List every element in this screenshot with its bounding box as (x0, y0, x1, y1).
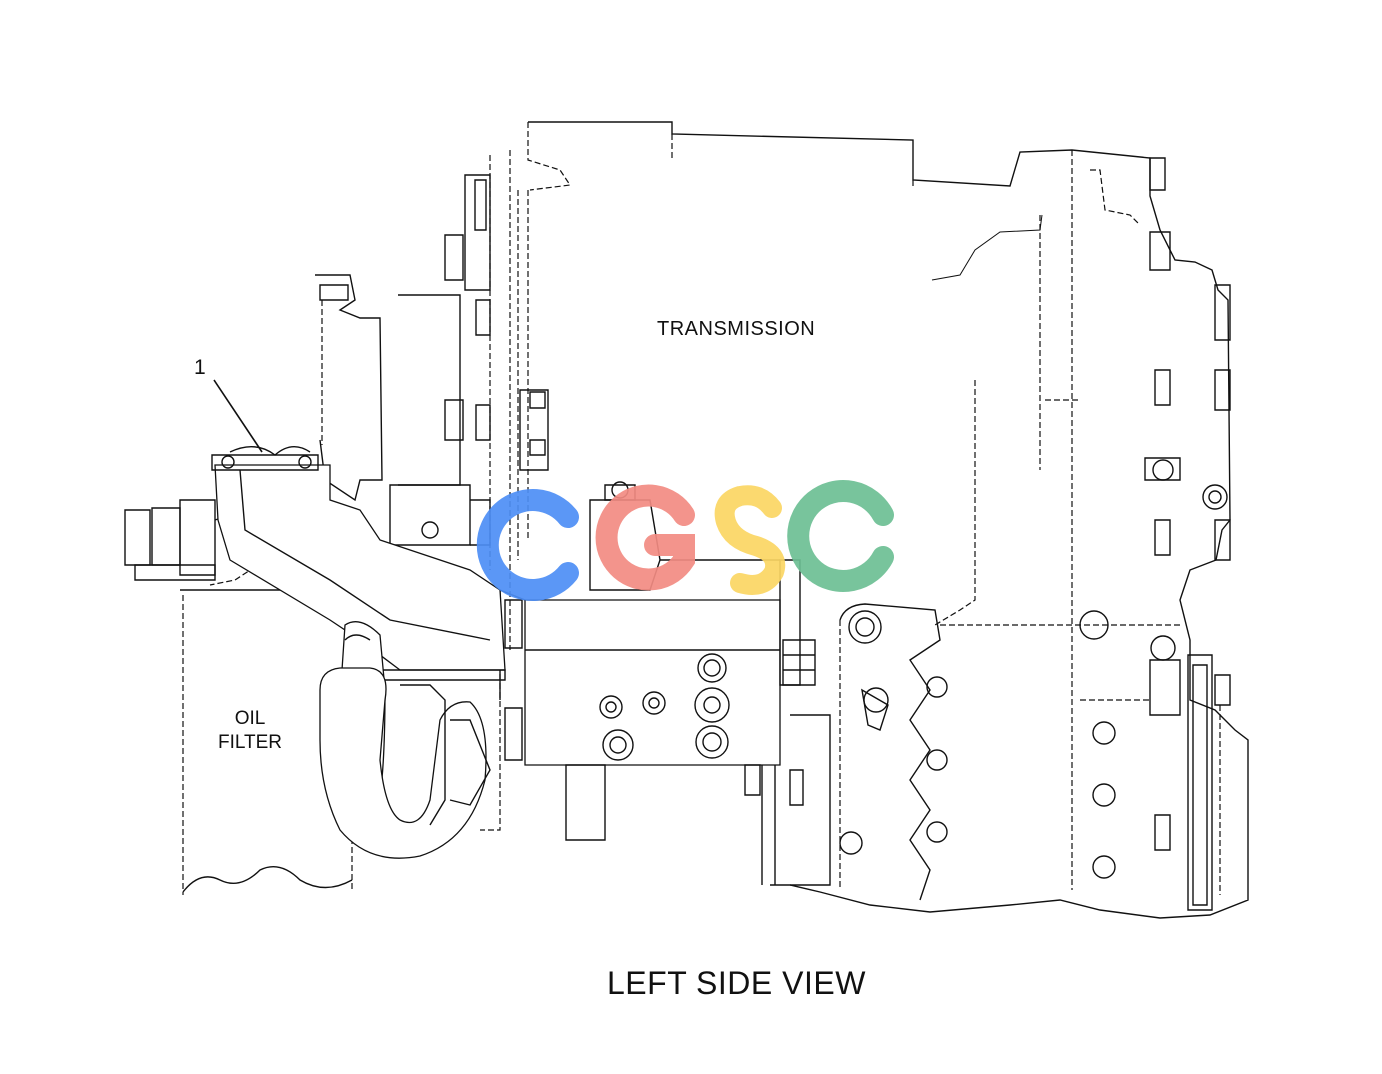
oil-filter-label-line1: OIL (234, 708, 266, 729)
hose (319, 621, 491, 859)
right-flange-bolts (1079, 157, 1231, 911)
callout-leader-line (213, 379, 263, 453)
watermark-s (714, 485, 786, 595)
oil-filter-label-line2: FILTER (217, 732, 283, 753)
view-title: LEFT SIDE VIEW (607, 965, 866, 1001)
watermark-c1 (476, 489, 579, 601)
oil-filter-label: OIL FILTER (205, 707, 295, 755)
lower-bracket (839, 603, 948, 901)
transmission-label: TRANSMISSION (657, 318, 816, 340)
valve-body (499, 559, 831, 886)
bell-housing-flange (444, 150, 549, 650)
watermark-g (595, 484, 695, 591)
watermark-logo (476, 480, 894, 601)
callout-number: 1 (194, 356, 206, 379)
watermark-c2 (787, 480, 894, 592)
breather-elbow-tube (211, 446, 506, 681)
